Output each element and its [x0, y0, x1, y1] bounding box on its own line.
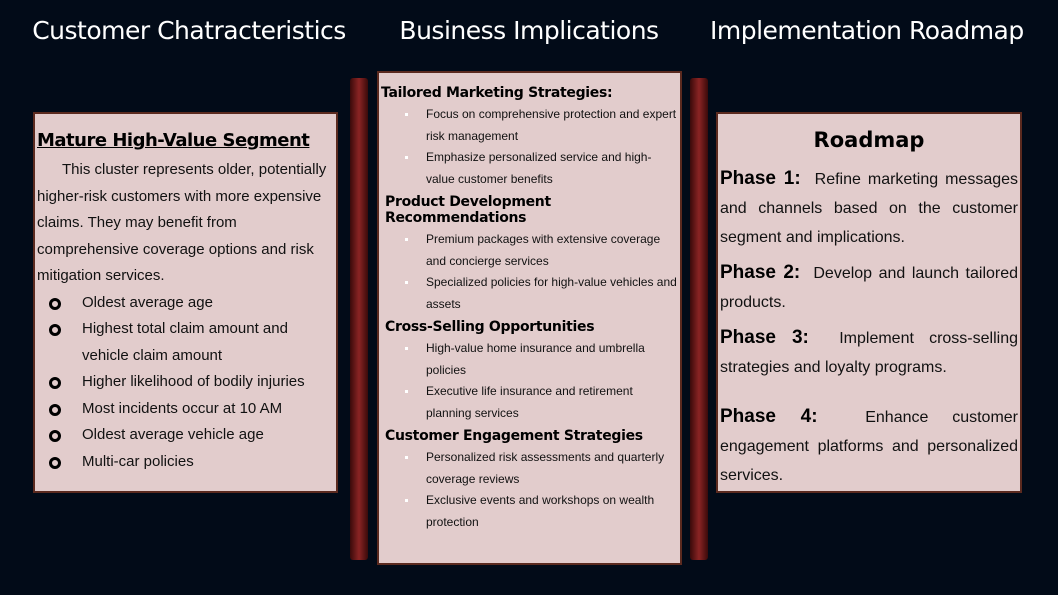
bullet-icon — [405, 156, 408, 159]
phase-label: Phase 2: — [720, 262, 801, 283]
phase-text: Enhance customer engagement platforms an… — [720, 409, 1019, 484]
segment-title: Mature High-Value Segment — [37, 130, 310, 151]
phase-text: Develop and launch tailored products. — [720, 265, 1019, 311]
divider-pillar-right — [690, 78, 708, 560]
list-item: Most incidents occur at 10 AM — [37, 396, 336, 423]
phase-label: Phase 1: — [720, 168, 801, 189]
section-heading: Cross-Selling Opportunities — [385, 319, 595, 335]
section-list: Premium packages with extensive coverage… — [381, 229, 680, 315]
bullet-icon — [49, 430, 61, 442]
list-item: Higher likelihood of bodily injuries — [37, 369, 336, 396]
bullet-icon — [49, 297, 61, 310]
section-list: Focus on comprehensive protection and ex… — [381, 104, 680, 190]
section-list: Personalized risk assessments and quarte… — [381, 447, 680, 533]
list-item: Premium packages with extensive coverage… — [381, 229, 680, 272]
bullet-icon — [405, 113, 408, 116]
list-item: Emphasize personalized service and high-… — [381, 147, 680, 190]
section-heading: Customer Engagement Strategies — [385, 428, 643, 444]
list-item: Oldest average age — [37, 290, 336, 317]
business-implications-panel: Tailored Marketing Strategies: Focus on … — [377, 71, 682, 565]
segment-description: This cluster represents older, potential… — [37, 161, 327, 284]
divider-pillar-left — [350, 78, 368, 560]
business-implications-heading: Business Implications — [399, 16, 659, 45]
list-item: Highest total claim amount and vehicle c… — [37, 316, 336, 369]
section-heading: Tailored Marketing Strategies: — [381, 85, 613, 101]
bullet-icon — [49, 324, 61, 336]
bullet-icon — [405, 347, 408, 350]
phase-text: Implement cross-selling strategies and l… — [720, 330, 1018, 376]
list-item: High-value home insurance and umbrella p… — [381, 338, 680, 381]
bullet-icon — [49, 403, 61, 416]
bullet-icon — [405, 390, 408, 393]
list-item: Multi-car policies — [37, 449, 336, 476]
roadmap-phase: Phase 3: Implement cross-selling strateg… — [720, 323, 1018, 382]
characteristics-list: Oldest average age Highest total claim a… — [37, 290, 336, 476]
roadmap-phase: Phase 2: Develop and launch tailored pro… — [720, 258, 1018, 317]
list-item: Focus on comprehensive protection and ex… — [381, 104, 680, 147]
bullet-icon — [49, 377, 61, 389]
customer-characteristics-panel: Mature High-Value Segment This cluster r… — [33, 112, 338, 493]
list-item: Exclusive events and workshops on wealth… — [381, 490, 680, 533]
roadmap-title: Roadmap — [813, 128, 925, 152]
phase-label: Phase 3: — [720, 327, 809, 348]
phase-label: Phase 4: — [720, 406, 818, 427]
bullet-icon — [49, 456, 61, 469]
list-item: Specialized policies for high-value vehi… — [381, 272, 680, 315]
bullet-icon — [405, 499, 408, 502]
list-item: Oldest average vehicle age — [37, 422, 336, 449]
phase-text: Refine marketing messages and channels b… — [720, 171, 1019, 246]
roadmap-phase: Phase 1: Refine marketing messages and c… — [720, 164, 1018, 252]
list-item: Personalized risk assessments and quarte… — [381, 447, 680, 490]
list-item: Executive life insurance and retirement … — [381, 381, 680, 424]
section-heading: Product Development Recommendations — [385, 194, 551, 226]
bullet-icon — [405, 281, 408, 284]
bullet-icon — [405, 456, 408, 459]
roadmap-panel: Roadmap Phase 1: Refine marketing messag… — [716, 112, 1022, 493]
bullet-icon — [405, 238, 408, 241]
section-list: High-value home insurance and umbrella p… — [381, 338, 680, 424]
implementation-roadmap-heading: Implementation Roadmap — [710, 16, 1024, 45]
roadmap-phase: Phase 4: Enhance customer engagement pla… — [720, 402, 1018, 490]
customer-characteristics-heading: Customer Chatracteristics — [32, 16, 346, 45]
